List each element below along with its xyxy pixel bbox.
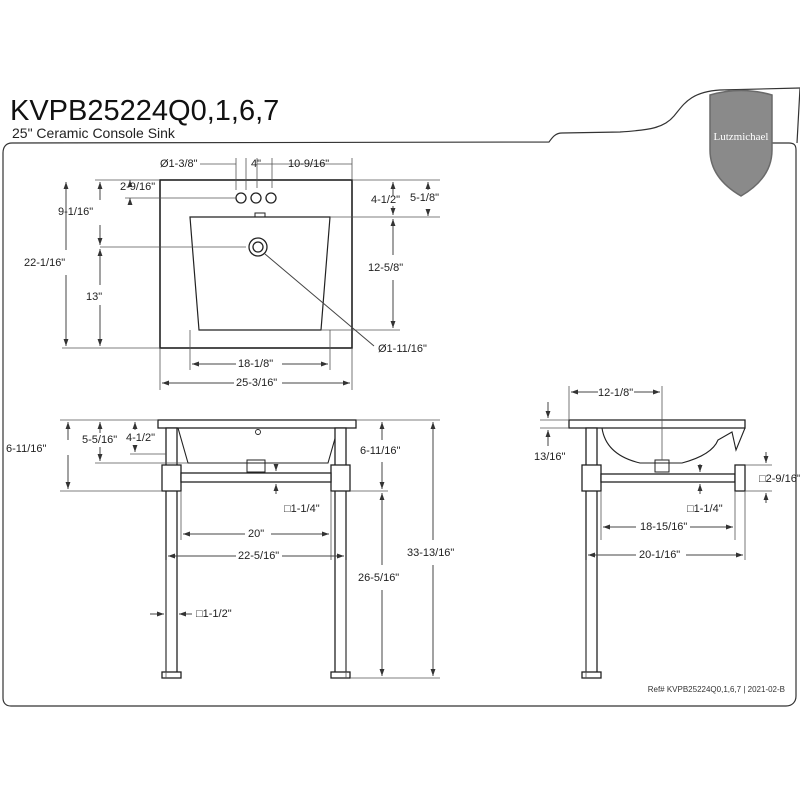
side-basin	[601, 427, 746, 464]
side-view: 12-1/8" 13/16" □2-9/16" □1-1/4" 18-15/16…	[534, 386, 800, 679]
foot-left	[161, 671, 182, 679]
dim-drain-diameter: Ø1-11/16"	[378, 343, 427, 355]
side-connector	[581, 464, 602, 492]
dim-basin-width: 18-1/8"	[238, 358, 273, 370]
dim-overall-width: 25-3/16"	[236, 377, 277, 389]
faucet-hole-right	[265, 192, 277, 204]
dim-hole-spacing: 4"	[251, 158, 261, 170]
dim-front-overall-height: 33-13/16"	[407, 547, 454, 559]
dim-front-apron-height: 4-1/2"	[126, 432, 155, 444]
product-subtitle: 25" Ceramic Console Sink	[12, 125, 176, 141]
front-view: 6-11/16" 5-5/16" 4-1/2" 6-11/16" 26-5/16…	[6, 419, 454, 679]
brand-name: Lutzmichael	[714, 131, 769, 143]
dim-front-bar-span-inner: 20"	[248, 528, 264, 540]
front-bar	[180, 472, 332, 483]
front-drain	[246, 459, 266, 473]
dim-front-bar-size: □1-1/4"	[284, 503, 320, 515]
side-drain	[654, 459, 670, 473]
side-top-slab	[568, 419, 746, 429]
front-top-slab	[157, 419, 357, 429]
dim-side-rim-thickness: 13/16"	[534, 451, 566, 463]
dim-basin-to-back: 4-1/2"	[371, 194, 400, 206]
side-foot	[581, 671, 602, 679]
dim-side-bar-size: □1-1/4"	[687, 503, 723, 515]
dim-front-overall-left: 6-11/16"	[6, 443, 46, 455]
top-view-outline	[159, 179, 353, 349]
model-title: KVPB25224Q0,1,6,7	[10, 95, 279, 127]
foot-right	[330, 671, 351, 679]
dim-hole-offset-back: 2-9/16"	[120, 181, 155, 193]
dim-drain-from-front: 13"	[86, 291, 102, 303]
dim-overall-depth: 22-1/16"	[24, 257, 65, 269]
dim-front-bar-span-outer: 22-5/16"	[238, 550, 279, 562]
dim-side-overall-depth: 20-1/16"	[639, 549, 680, 561]
dim-hole-offset-right: 10-9/16"	[288, 158, 329, 170]
dim-front-leg-height: 26-5/16"	[358, 572, 399, 584]
dim-side-drain-from-wall: 12-1/8"	[598, 387, 633, 399]
front-overflow	[255, 429, 261, 435]
wall-bracket	[734, 464, 746, 492]
overflow-slot	[254, 212, 266, 218]
dim-deck-depth: 5-1/8"	[410, 192, 439, 204]
brand-shield: Lutzmichael	[709, 89, 773, 197]
faucet-hole-center	[250, 192, 262, 204]
top-view: Ø1-3/8" 4" 10-9/16" 2-9/16" 9-1/16" 22-1…	[24, 158, 440, 390]
dim-drain-from-back: 9-1/16"	[58, 206, 93, 218]
dim-basin-depth: 12-5/8"	[368, 262, 403, 274]
drain-outer	[248, 237, 268, 257]
dim-hole-diameter: Ø1-3/8"	[160, 158, 198, 170]
front-basin	[177, 427, 339, 464]
connector-right	[330, 464, 351, 492]
reference-note: Ref# KVPB25224Q0,1,6,7 | 2021-02-B	[648, 685, 785, 694]
dim-side-bracket-size: □2-9/16"	[759, 473, 800, 485]
dim-front-bar-height: 6-11/16"	[360, 445, 400, 457]
dim-front-basin-height: 5-5/16"	[82, 434, 117, 446]
drain-inner	[252, 241, 264, 253]
brand-shield-icon	[709, 89, 773, 197]
side-bar	[600, 473, 736, 483]
faucet-hole-left	[235, 192, 247, 204]
connector-left	[161, 464, 182, 492]
top-view-basin	[189, 216, 331, 331]
dim-side-bar-length: 18-15/16"	[640, 521, 687, 533]
dim-front-leg-size: □1-1/2"	[196, 608, 232, 620]
